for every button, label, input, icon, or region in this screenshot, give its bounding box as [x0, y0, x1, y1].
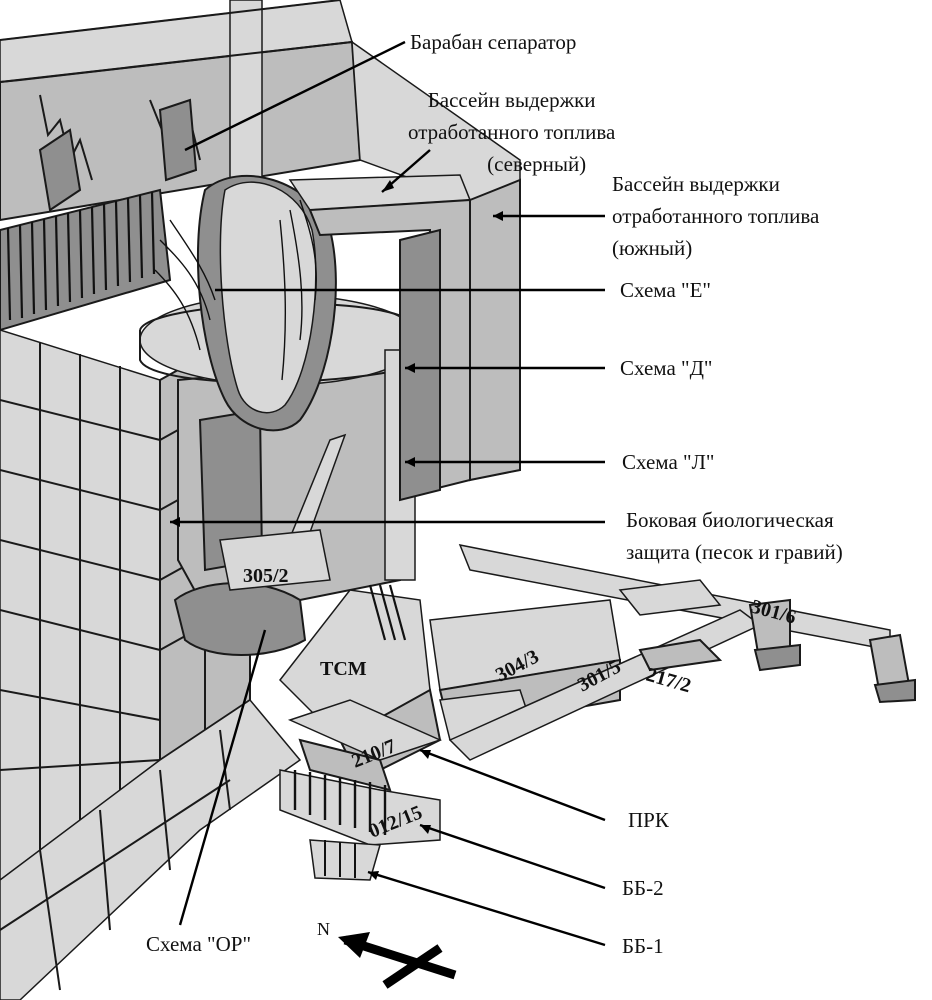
callout-bb2: ББ-2 [622, 876, 664, 900]
leader-lines [170, 40, 606, 947]
callout-bb1: ББ-1 [622, 934, 664, 958]
callout-pool-north: Бассейн выдержки отработанного топлива (… [408, 88, 616, 176]
callout-pool-south: Бассейн выдержки отработанного топлива (… [612, 172, 820, 260]
room-305-2: 305/2 [243, 565, 289, 587]
drum-separator-pipes [0, 98, 198, 332]
room-tcm: TCM [320, 658, 367, 680]
leader-scheme-or [178, 629, 267, 926]
callout-side-shield: Боковая биологическая защита (песок и гр… [626, 508, 843, 564]
leader-prk [419, 748, 606, 822]
callout-prk: ПРК [628, 808, 669, 832]
callout-scheme-l: Схема "Л" [622, 450, 715, 474]
reactor-shaft [139, 175, 421, 656]
leader-bb1 [367, 870, 606, 947]
north-arrow-icon [338, 932, 370, 958]
compass-north-label: N [317, 919, 330, 939]
callout-scheme-d: Схема "Д" [620, 356, 713, 380]
north-compass: N [317, 919, 457, 989]
leader-drum-separator [184, 40, 406, 152]
callout-scheme-e: Схема "Е" [620, 278, 711, 302]
callout-scheme-or: Схема "ОР" [146, 932, 252, 956]
lower-rooms [279, 543, 916, 881]
room-217-2: 217/2 [644, 664, 694, 698]
spent-fuel-pool-north [288, 174, 472, 502]
callout-drum-separator: Барабан сепаратор [410, 30, 577, 54]
leader-bb2 [419, 823, 606, 890]
